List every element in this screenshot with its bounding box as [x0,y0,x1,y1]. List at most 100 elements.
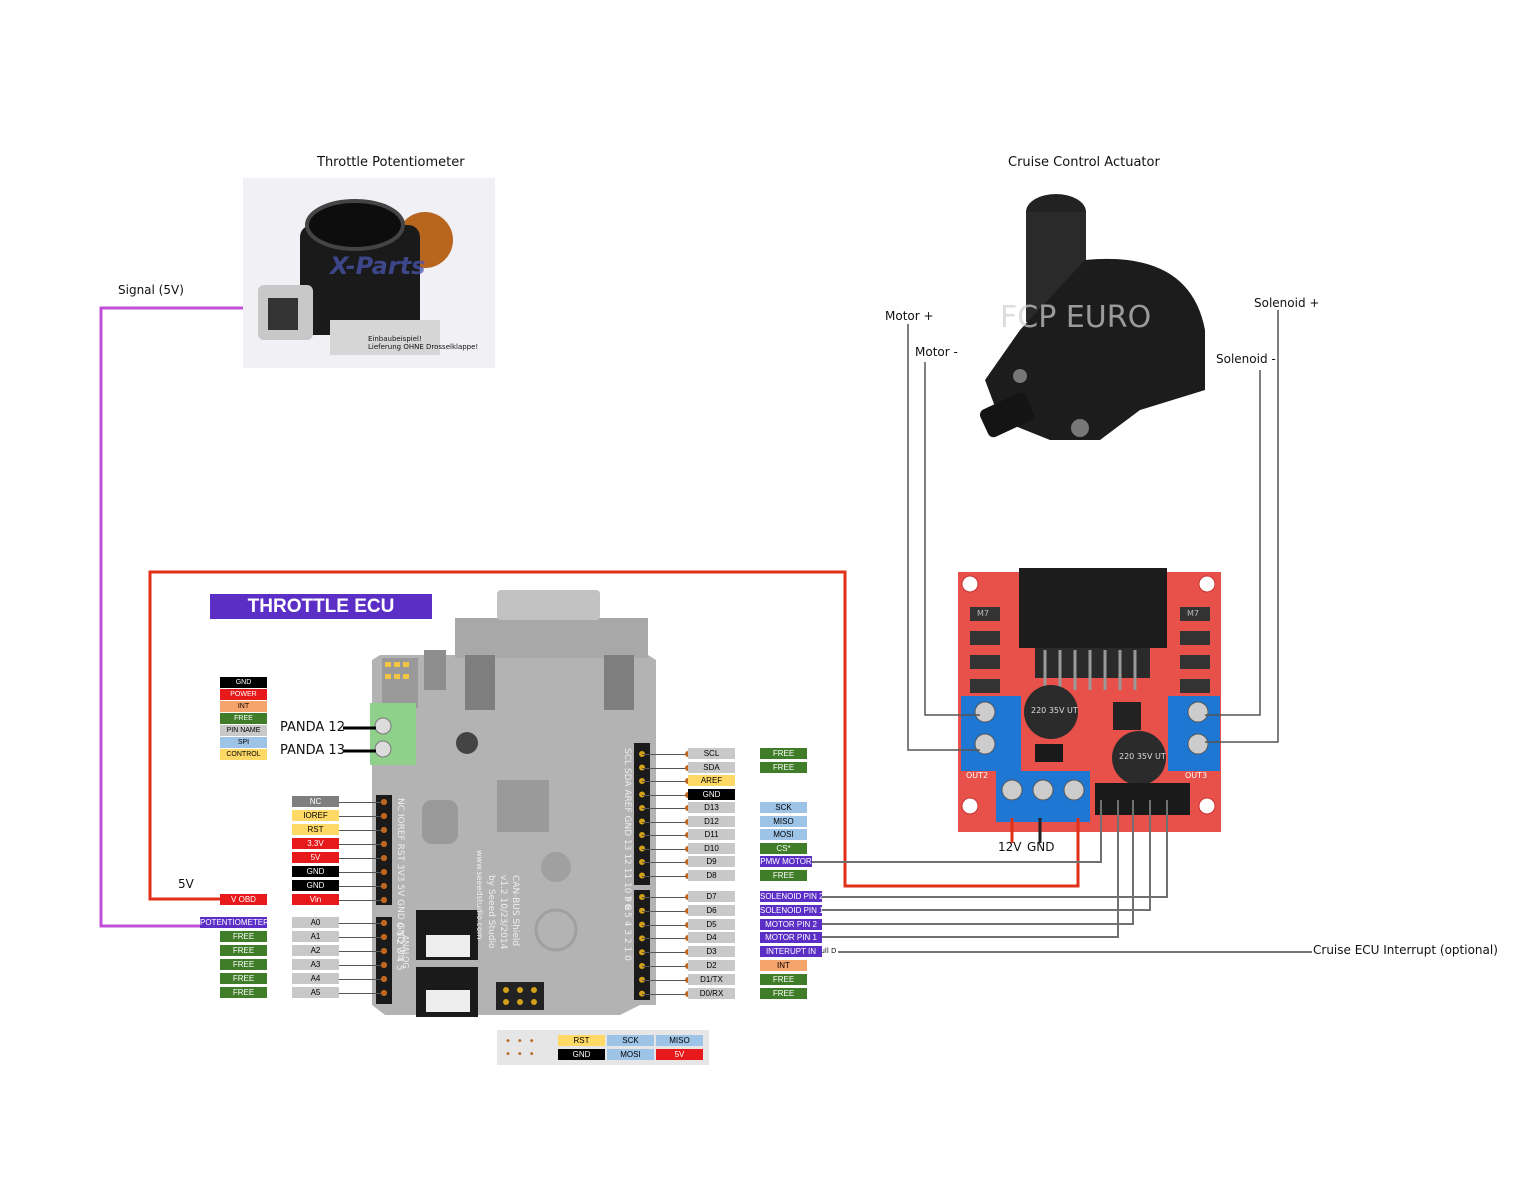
panda13-label: PANDA 13 [280,743,345,758]
pin-function-label: SCK [760,802,807,813]
legend-item: FREE [220,713,267,724]
icsp-pin-label: 5V [656,1049,703,1060]
signal-label: Signal (5V) [118,283,184,297]
pin-leader [339,858,384,859]
shield-right-labels: SCL SDA AREF GND 13 12 11 10 9 8 [622,748,632,911]
pin-leader [642,897,688,898]
pot-caption-line2: Lieferung OHNE Drosselklappe! [368,343,479,351]
pin-function-label: V OBD [220,894,267,905]
pin-name-label: D11 [688,829,735,840]
pin-name-label: NC [292,796,339,807]
pin-name-label: GND [688,788,735,800]
pin-name-label: AREF [688,775,735,786]
diode-label-2: M7 [1187,609,1199,618]
pin-dot [381,948,387,954]
pin-function-label: FREE [760,987,807,999]
pin-dot [381,883,387,889]
pin-dot [381,855,387,861]
icsp-pin-label: MISO [656,1035,703,1046]
actuator-watermark: FCP EURO [1000,300,1152,335]
pin-name-label: A5 [292,987,339,998]
pin-function-label: POTENTIOMETER [200,917,267,928]
throttle-potentiometer-photo [243,178,495,368]
pin-leader [642,821,688,823]
panda12-label: PANDA 12 [280,720,345,735]
pin-name-label: A3 [292,959,339,970]
pin-leader [339,900,384,901]
shield-maker: by Seeed Studio [486,875,496,949]
pin-function-label: FREE [220,945,267,956]
pin-name-label: D1/TX [688,973,735,985]
signal-wire [99,306,268,928]
pin-leader [339,979,384,980]
pin-function-label: SOLENOID PIN 2 [760,891,822,902]
pin-name-label: IOREF [292,810,339,821]
pin-name-label: D10 [688,842,735,854]
pin-dot [381,990,387,996]
legend-item: PIN NAME [220,725,267,736]
legend-item: GND [220,677,267,688]
pin-leader [642,781,688,782]
icsp-pin-label: GND [558,1049,605,1060]
pin-name-label: SCL [688,748,735,759]
pin-leader [642,862,688,863]
pin-dot [381,897,387,903]
pin-function-label: FREE [220,987,267,998]
pin-name-label: SDA [688,761,735,773]
pin-name-label: D3 [688,946,735,958]
five-v-label: 5V [178,877,194,891]
pin-dot [381,920,387,926]
l298n-driver-board [958,568,1221,832]
pin-leader [339,993,384,994]
pot-watermark: X-Parts [330,252,426,280]
pin-name-label: D6 [688,904,735,916]
cap-label-1: 220 35V UT [1031,706,1078,715]
pin-leader [339,802,384,803]
pin-leader [642,952,688,954]
pin-leader [642,835,688,836]
pin-name-label: 5V [292,852,339,863]
can-bus-shield [370,590,656,1017]
pin-dot [381,934,387,940]
twelve-v-label: 12V [998,840,1022,854]
diode-label-1: M7 [977,609,989,618]
pin-function-label: FREE [760,761,807,773]
pull-d-label: pull D [816,947,837,955]
pin-function-label: SOLENOID PIN 1 [760,904,822,916]
solenoid-plus-label: Solenoid + [1254,296,1320,310]
shield-url: www.seeedstudio.com [475,850,484,940]
pin-name-label: D5 [688,918,735,930]
pin-name-label: Vin [292,894,339,905]
cruise-interrupt-label: Cruise ECU Interrupt (optional) [1313,943,1498,957]
icsp-pin-label: MOSI [607,1049,654,1060]
pin-function-label: MISO [760,815,807,827]
pin-name-label: A0 [292,917,339,928]
pin-leader [642,979,688,981]
pin-dot [381,869,387,875]
pin-function-label: FREE [220,973,267,984]
shield-version: v1.2 10/23/2014 [498,875,508,950]
legend-item: INT [220,701,267,712]
pin-name-label: D7 [688,891,735,902]
icsp-pin-label: SCK [607,1035,654,1046]
pin-function-label: FREE [760,973,807,985]
pin-leader [339,872,384,873]
pin-name-label: D2 [688,960,735,971]
pin-function-label: FREE [220,959,267,970]
pin-name-label: A1 [292,931,339,942]
pin-function-label: FREE [220,931,267,942]
pin-name-label: 3.3V [292,838,339,849]
pin-function-label: INT [760,960,807,971]
pin-leader [339,886,384,887]
shield-digital-nums: 7 6 5 4 3 2 1 0 [622,895,632,961]
pin-name-label: D4 [688,932,735,944]
pin-leader [642,767,688,769]
pin-leader [642,938,688,940]
legend-item: SPI [220,737,267,748]
pin-leader [642,910,688,912]
out3-label: OUT3 [1185,771,1208,780]
pin-leader [339,844,384,845]
pin-name-label: GND [292,866,339,877]
pin-dot [381,799,387,805]
